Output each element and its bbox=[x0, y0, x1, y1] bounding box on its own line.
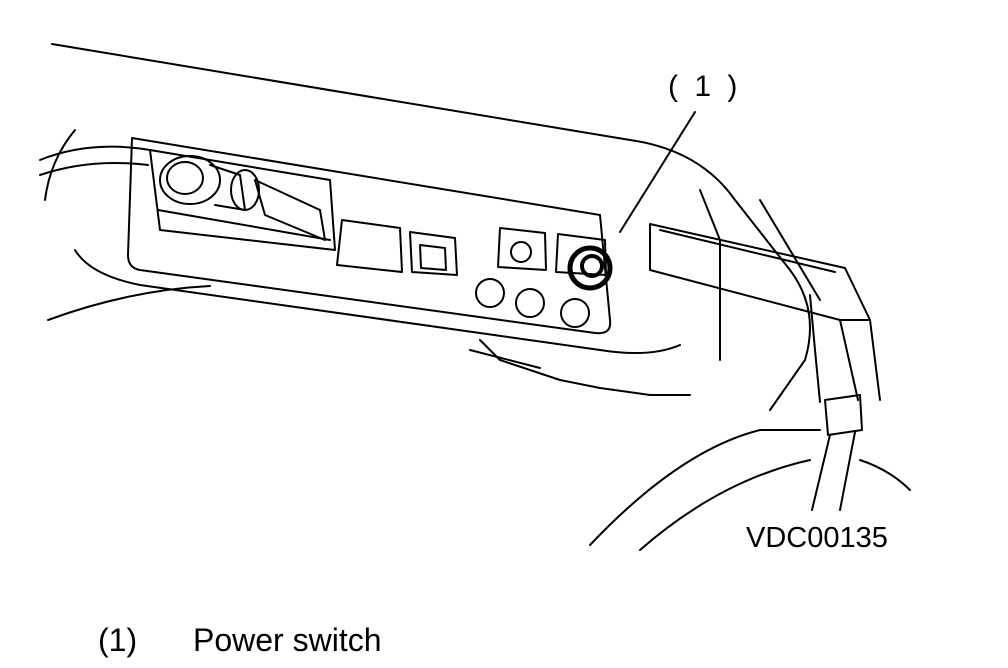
legend-item-text: Power switch bbox=[193, 622, 382, 658]
cable-tie bbox=[824, 394, 863, 436]
left-cable bbox=[39, 145, 326, 241]
power-switch bbox=[567, 245, 613, 291]
port-square bbox=[497, 227, 547, 271]
ports bbox=[336, 219, 607, 328]
legend-item-number: (1) bbox=[98, 622, 138, 658]
round-port-1 bbox=[475, 278, 505, 308]
background-surface bbox=[47, 285, 911, 551]
device-side-panel-illustration bbox=[39, 43, 911, 551]
round-port-2 bbox=[515, 288, 545, 318]
port-rj-jack bbox=[409, 231, 458, 276]
round-port-3 bbox=[560, 298, 590, 328]
callout-label-1: ( 1 ) bbox=[668, 70, 742, 103]
callout-leader-line bbox=[619, 111, 696, 233]
power-switch-housing bbox=[555, 233, 607, 276]
right-cable-strap bbox=[649, 223, 881, 511]
port-rectangular bbox=[336, 219, 403, 273]
figure-code: VDC00135 bbox=[746, 522, 888, 554]
legend: (1) Power switch bbox=[98, 622, 382, 659]
connector-panel bbox=[127, 137, 612, 335]
